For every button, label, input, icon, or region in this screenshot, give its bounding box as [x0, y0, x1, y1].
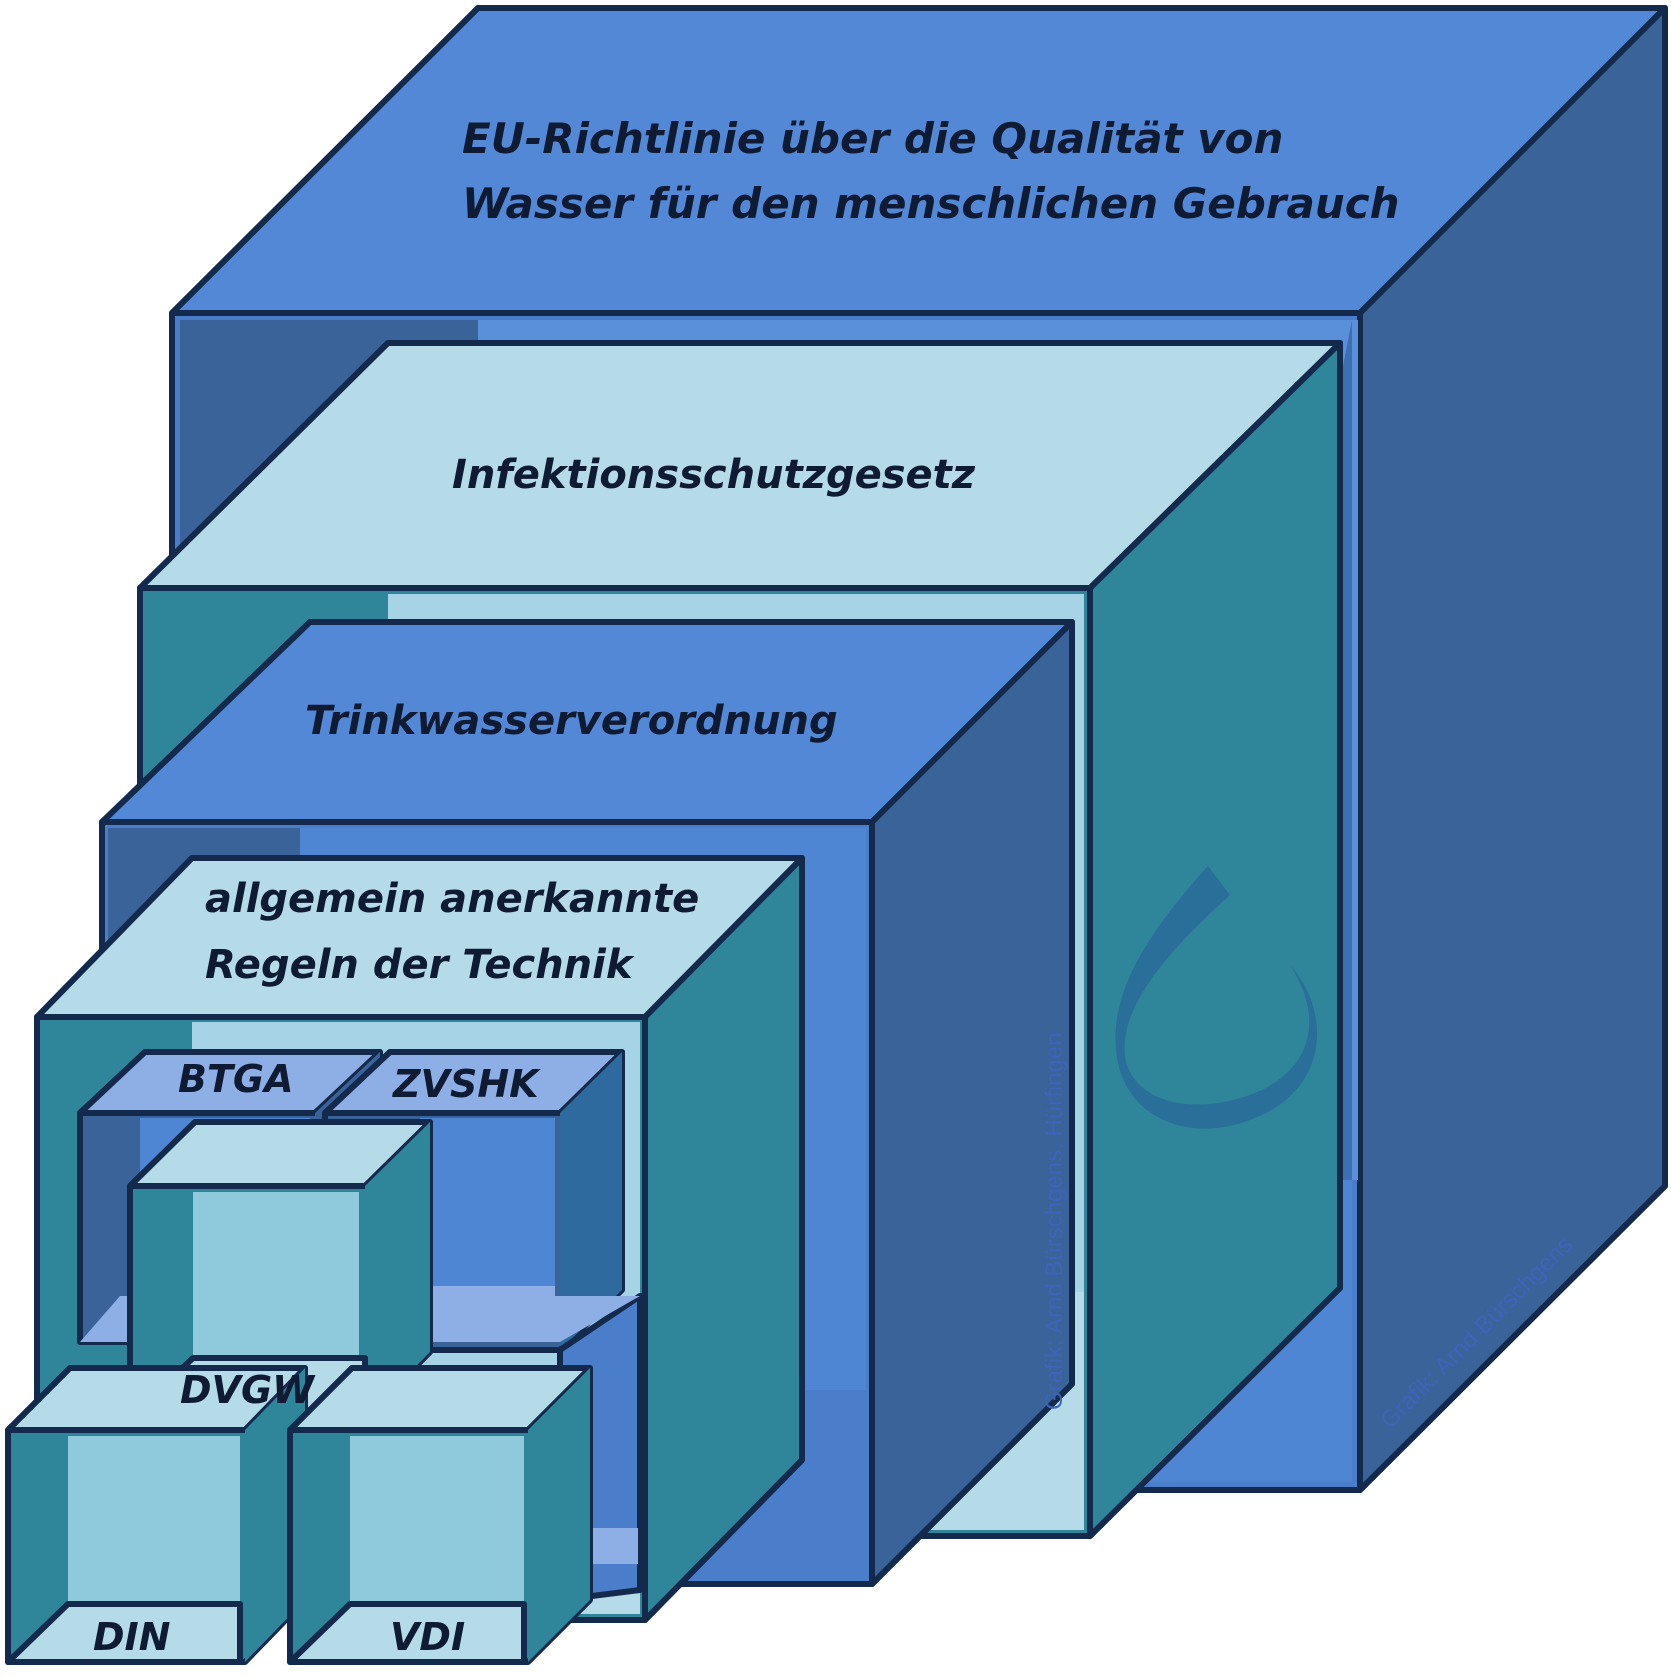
label-trinkwasserverordnung: Trinkwasserverordnung [305, 698, 838, 744]
watermark-vertical: Grafik: Arnd Bürschgens, Hürfingen [1041, 1032, 1068, 1410]
label-eu-line1: EU-Richtlinie über die Qualität von [462, 114, 1283, 163]
label-aart-line1: allgemein anerkannte [205, 876, 699, 922]
label-infektionsschutzgesetz: Infektionsschutzgesetz [452, 452, 976, 498]
label-eu-line2: Wasser für den menschlichen Gebrauch [462, 179, 1400, 228]
label-dvgw: DVGW [180, 1368, 316, 1412]
water-drop-icon [1115, 866, 1318, 1129]
label-zvshk: ZVSHK [392, 1062, 541, 1106]
label-btga: BTGA [178, 1057, 293, 1101]
label-aart-line2: Regeln der Technik [205, 942, 635, 988]
box-vdi [287, 1365, 593, 1665]
box-din [5, 1365, 308, 1665]
label-vdi: VDI [390, 1615, 465, 1659]
label-din: DIN [93, 1615, 170, 1659]
